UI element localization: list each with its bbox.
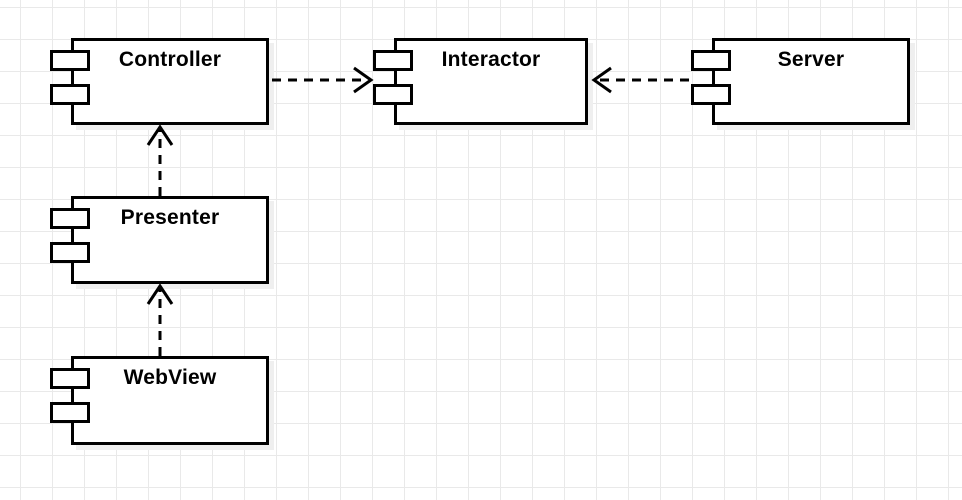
component-label-controller: Controller [118, 48, 222, 71]
component-body [71, 38, 269, 125]
component-port-tab-upper [373, 50, 413, 71]
component-port-tab-upper [50, 368, 90, 389]
component-body [394, 38, 588, 125]
component-port-tab-upper [691, 50, 731, 71]
connector-presenter-to-controller[interactable] [140, 124, 180, 198]
component-body [71, 356, 269, 445]
component-server[interactable]: Server [712, 38, 915, 130]
component-label-server: Server [777, 48, 845, 71]
component-webview[interactable]: WebView [71, 356, 274, 450]
component-port-tab-lower [50, 84, 90, 105]
connector-controller-to-interactor[interactable] [270, 60, 380, 100]
connector-webview-to-presenter[interactable] [140, 283, 180, 358]
component-label-presenter: Presenter [120, 206, 220, 229]
component-body [71, 196, 269, 284]
component-port-tab-lower [691, 84, 731, 105]
component-presenter[interactable]: Presenter [71, 196, 274, 289]
component-port-tab-lower [373, 84, 413, 105]
component-port-tab-upper [50, 50, 90, 71]
component-body [712, 38, 910, 125]
arrowhead-open-up-icon [146, 124, 174, 146]
component-port-tab-lower [50, 402, 90, 423]
arrowhead-open-right-icon [353, 66, 374, 94]
component-interactor[interactable]: Interactor [394, 38, 593, 130]
connector-server-to-interactor[interactable] [586, 60, 696, 100]
arrowhead-open-up-icon [146, 283, 174, 305]
component-label-interactor: Interactor [441, 48, 541, 71]
component-label-webview: WebView [123, 366, 217, 389]
component-port-tab-upper [50, 208, 90, 229]
component-controller[interactable]: Controller [71, 38, 274, 130]
arrowhead-open-left-icon [591, 66, 612, 94]
component-port-tab-lower [50, 242, 90, 263]
